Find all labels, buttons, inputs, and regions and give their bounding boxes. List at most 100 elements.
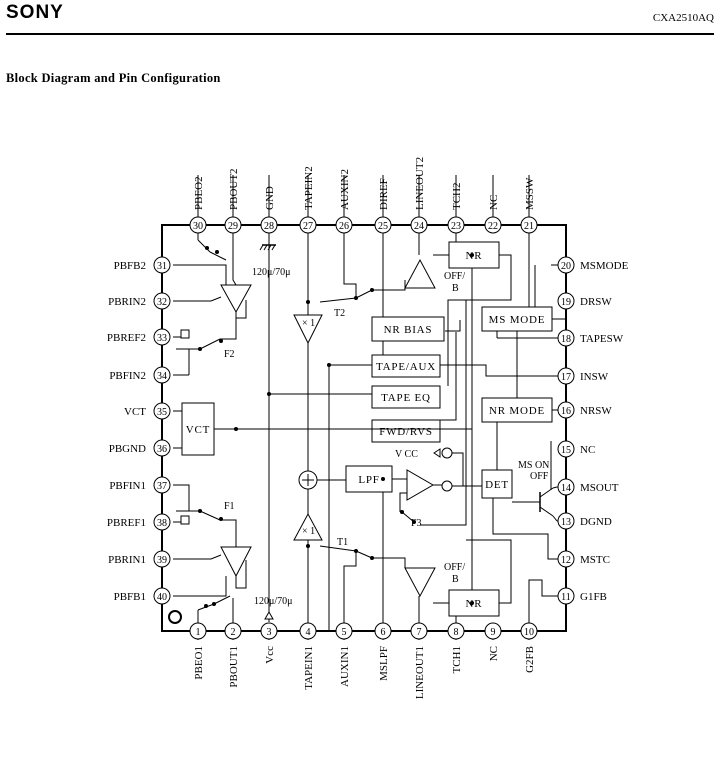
pin-28-name: GND (264, 186, 276, 210)
header-rule (6, 33, 714, 35)
pin-5-number: 5 (342, 627, 347, 638)
switch-f2 (176, 338, 221, 350)
pin-22-name: NC (488, 195, 500, 210)
pin-36-number: 36 (157, 444, 167, 455)
switch-f3 (401, 511, 415, 523)
pin-31-number: 31 (157, 261, 167, 272)
ms-off-label: OFF (530, 471, 549, 482)
wiring (173, 225, 566, 631)
pin-circles-bottom (189, 622, 538, 640)
pin-33-number: 33 (157, 333, 167, 344)
part-number: CXA2510AQ (652, 12, 714, 24)
switch-f3-label: F3 (411, 518, 422, 529)
current-source-top (441, 447, 453, 459)
pin-9-number: 9 (491, 627, 496, 638)
pin-14-number: 14 (561, 483, 571, 494)
pin-3-number: 3 (267, 627, 272, 638)
pin-37-number: 37 (157, 481, 167, 492)
switch-pb-top (197, 239, 227, 261)
pin-circles-top (189, 216, 538, 234)
pin-13-name: DGND (580, 516, 612, 528)
ref-square-1 (180, 515, 190, 525)
pin-6-name: MSLPF (378, 646, 390, 681)
nr-bottom-label: NR (466, 598, 483, 610)
ref-square-2 (180, 329, 190, 339)
switch-f2-label: F2 (224, 349, 235, 360)
pin-24-name: LINEOUT2 (414, 157, 426, 210)
line-amp-1 (404, 567, 436, 598)
vct-label: VCT (186, 424, 210, 436)
pin-10-name: G2FB (524, 646, 536, 673)
pin-20-name: MSMODE (580, 260, 629, 272)
pin-28-number: 28 (264, 221, 274, 232)
pin-16-number: 16 (561, 406, 571, 417)
switch-f1-label: F1 (224, 501, 235, 512)
pin-38-name: PBREF1 (107, 517, 146, 529)
nr-top-label: NR (466, 250, 483, 262)
nr-bias-block (371, 316, 445, 342)
pin-33-name: PBREF2 (107, 332, 146, 344)
pin-40-name: PBFB1 (114, 591, 146, 603)
brand-logo: SONY (6, 2, 64, 23)
pin-34-name: PBFIN2 (109, 370, 146, 382)
pin-14-name: MSOUT (580, 482, 619, 494)
pin-34-number: 34 (157, 371, 167, 382)
pin-32-name: PBRIN2 (108, 296, 146, 308)
junction-dots (198, 246, 474, 608)
pin-2-name: PBOUT1 (228, 646, 240, 688)
pin-9-name: NC (488, 646, 500, 661)
pin-13-number: 13 (561, 517, 571, 528)
pin-4-number: 4 (306, 627, 311, 638)
output-transistor (512, 486, 558, 522)
ms-comparator (406, 469, 435, 501)
off-b-top-line2: B (452, 283, 459, 294)
pin-30-name: PBEO2 (193, 176, 205, 210)
current-source-bottom (441, 480, 453, 492)
pin-26-number: 26 (339, 221, 349, 232)
pin-19-number: 19 (561, 297, 571, 308)
pin-8-name: TCH1 (451, 646, 463, 674)
tape-aux-block (371, 354, 441, 378)
pin-12-name: MSTC (580, 554, 610, 566)
pin-31-name: PBFB2 (114, 260, 146, 272)
pin-6-number: 6 (381, 627, 386, 638)
pin-36-name: PBGND (109, 443, 146, 455)
pin-17-name: INSW (580, 371, 609, 383)
pin-20-number: 20 (561, 261, 571, 272)
pin-11-name: G1FB (580, 591, 607, 603)
vcc-arrow (264, 610, 274, 620)
vcc-label: V CC (395, 449, 418, 460)
pin-39-number: 39 (157, 555, 167, 566)
buffer-x1-top-label: × 1 (302, 318, 315, 329)
pin-23-name: TCH2 (451, 183, 463, 211)
line-amp-2 (404, 258, 436, 289)
pin-27-name: TAPEIN2 (303, 166, 315, 210)
pin-37-name: PBFIN1 (109, 480, 146, 492)
pin-32-number: 32 (157, 297, 167, 308)
pin-4-name: TAPEIN1 (303, 646, 315, 690)
lpf-label: LPF (358, 474, 379, 486)
pin-27-number: 27 (303, 221, 313, 232)
pin-35-number: 35 (157, 407, 167, 418)
off-b-bottom-line1: OFF/ (444, 562, 465, 573)
pin-7-number: 7 (417, 627, 422, 638)
pin-15-name: NC (580, 444, 595, 456)
eq-time-constant-top: 120μ/70μ (252, 267, 291, 278)
fwd-rvs-label: FWD/RVS (379, 426, 433, 438)
pin-10-number: 10 (524, 627, 534, 638)
off-b-top-line1: OFF/ (444, 271, 465, 282)
nr-mode-label: NR MODE (489, 405, 545, 417)
pin-39-name: PBRIN1 (108, 554, 146, 566)
pin-leads (197, 175, 530, 640)
pin-17-number: 17 (561, 372, 571, 383)
switch-f1 (176, 510, 221, 521)
pin-25-name: DIREF (378, 178, 390, 210)
switch-t2-label: T2 (334, 308, 345, 319)
ms-mode-label: MS MODE (489, 314, 546, 326)
pin-1-number: 1 (196, 627, 201, 638)
pin-22-number: 22 (488, 221, 498, 232)
pin-12-number: 12 (561, 555, 571, 566)
tape-eq-block (371, 385, 441, 409)
pin-16-name: NRSW (580, 405, 612, 417)
